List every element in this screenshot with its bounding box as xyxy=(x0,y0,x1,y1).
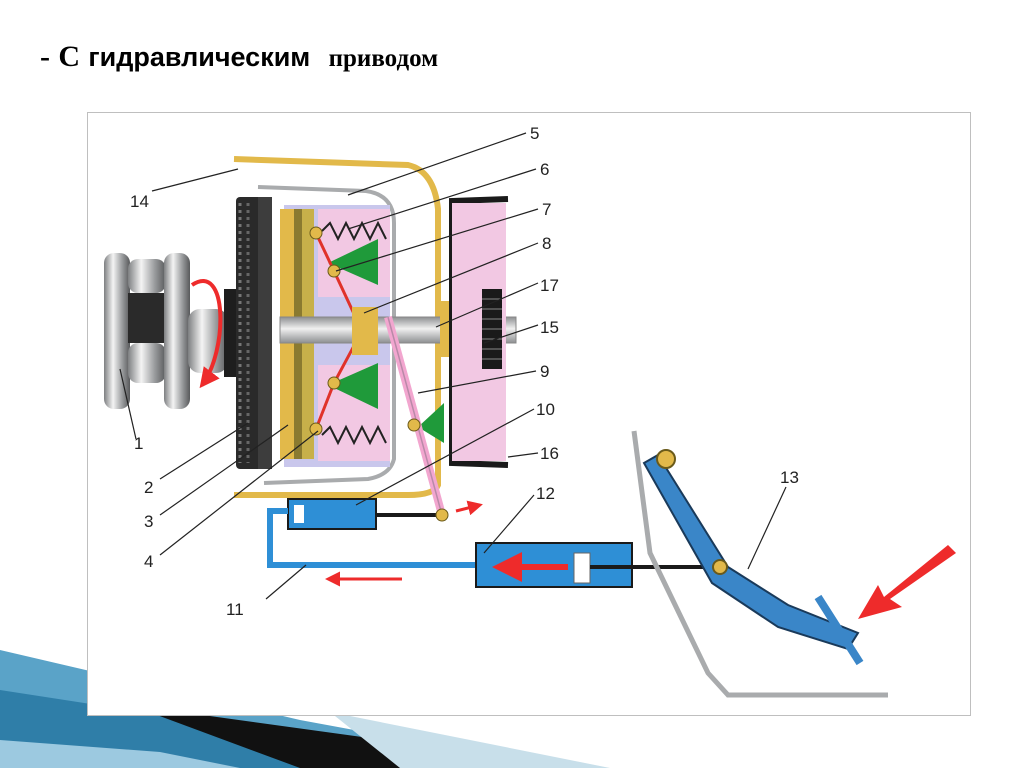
title-drive: приводом xyxy=(328,45,439,72)
title-c: С xyxy=(58,40,81,73)
callout-15: 15 xyxy=(540,318,559,337)
callout-9: 9 xyxy=(540,362,549,381)
callout-1: 1 xyxy=(134,434,143,453)
callout-5: 5 xyxy=(530,124,539,143)
callout-13: 13 xyxy=(780,468,799,487)
pressure-plate-upper xyxy=(328,239,378,285)
release-fork-wedge xyxy=(418,403,444,443)
callout-11: 11 xyxy=(226,600,244,619)
callout-6: 6 xyxy=(540,160,549,179)
leader-lines xyxy=(119,132,787,600)
swoosh-light-band xyxy=(0,740,240,768)
pedal-bracket xyxy=(631,430,888,698)
callout-8: 8 xyxy=(542,234,551,253)
clutch-housing xyxy=(233,156,441,498)
slide-title: - С гидравлическим приводом xyxy=(40,40,438,74)
fork-motion-arrow xyxy=(455,500,483,516)
clutch-pedal xyxy=(642,453,860,651)
callout-14: 14 xyxy=(130,192,149,211)
rotation-arrow xyxy=(190,279,223,389)
callout-12: 12 xyxy=(536,484,555,503)
title-dash: - xyxy=(40,40,50,73)
spring-lower xyxy=(321,424,387,446)
callout-10: 10 xyxy=(536,400,555,419)
spring-upper xyxy=(321,220,387,242)
pedal-pivot xyxy=(656,449,676,469)
master-piston xyxy=(573,552,591,584)
hydraulic-line xyxy=(267,508,476,568)
flywheel xyxy=(236,197,272,469)
pressure-plate-lower xyxy=(328,363,378,409)
pedal-pad xyxy=(814,594,864,666)
clutch-diagram: 1 2 3 4 5 6 7 8 9 10 11 12 13 14 15 16 1… xyxy=(87,112,971,716)
release-bearing xyxy=(352,307,378,355)
callout-4: 4 xyxy=(144,552,153,571)
pedal-force-arrow xyxy=(858,545,956,619)
title-hydraulic: гидравлическим xyxy=(88,42,311,72)
swoosh-pale-band xyxy=(330,712,610,768)
callout-2: 2 xyxy=(144,478,153,497)
callout-16: 16 xyxy=(540,444,559,463)
clutch-diagram-svg: 1 2 3 4 5 6 7 8 9 10 11 12 13 14 15 16 1… xyxy=(104,124,956,698)
callout-3: 3 xyxy=(144,512,153,531)
callout-7: 7 xyxy=(542,200,551,219)
callout-17: 17 xyxy=(540,276,559,295)
crankshaft xyxy=(104,253,246,409)
